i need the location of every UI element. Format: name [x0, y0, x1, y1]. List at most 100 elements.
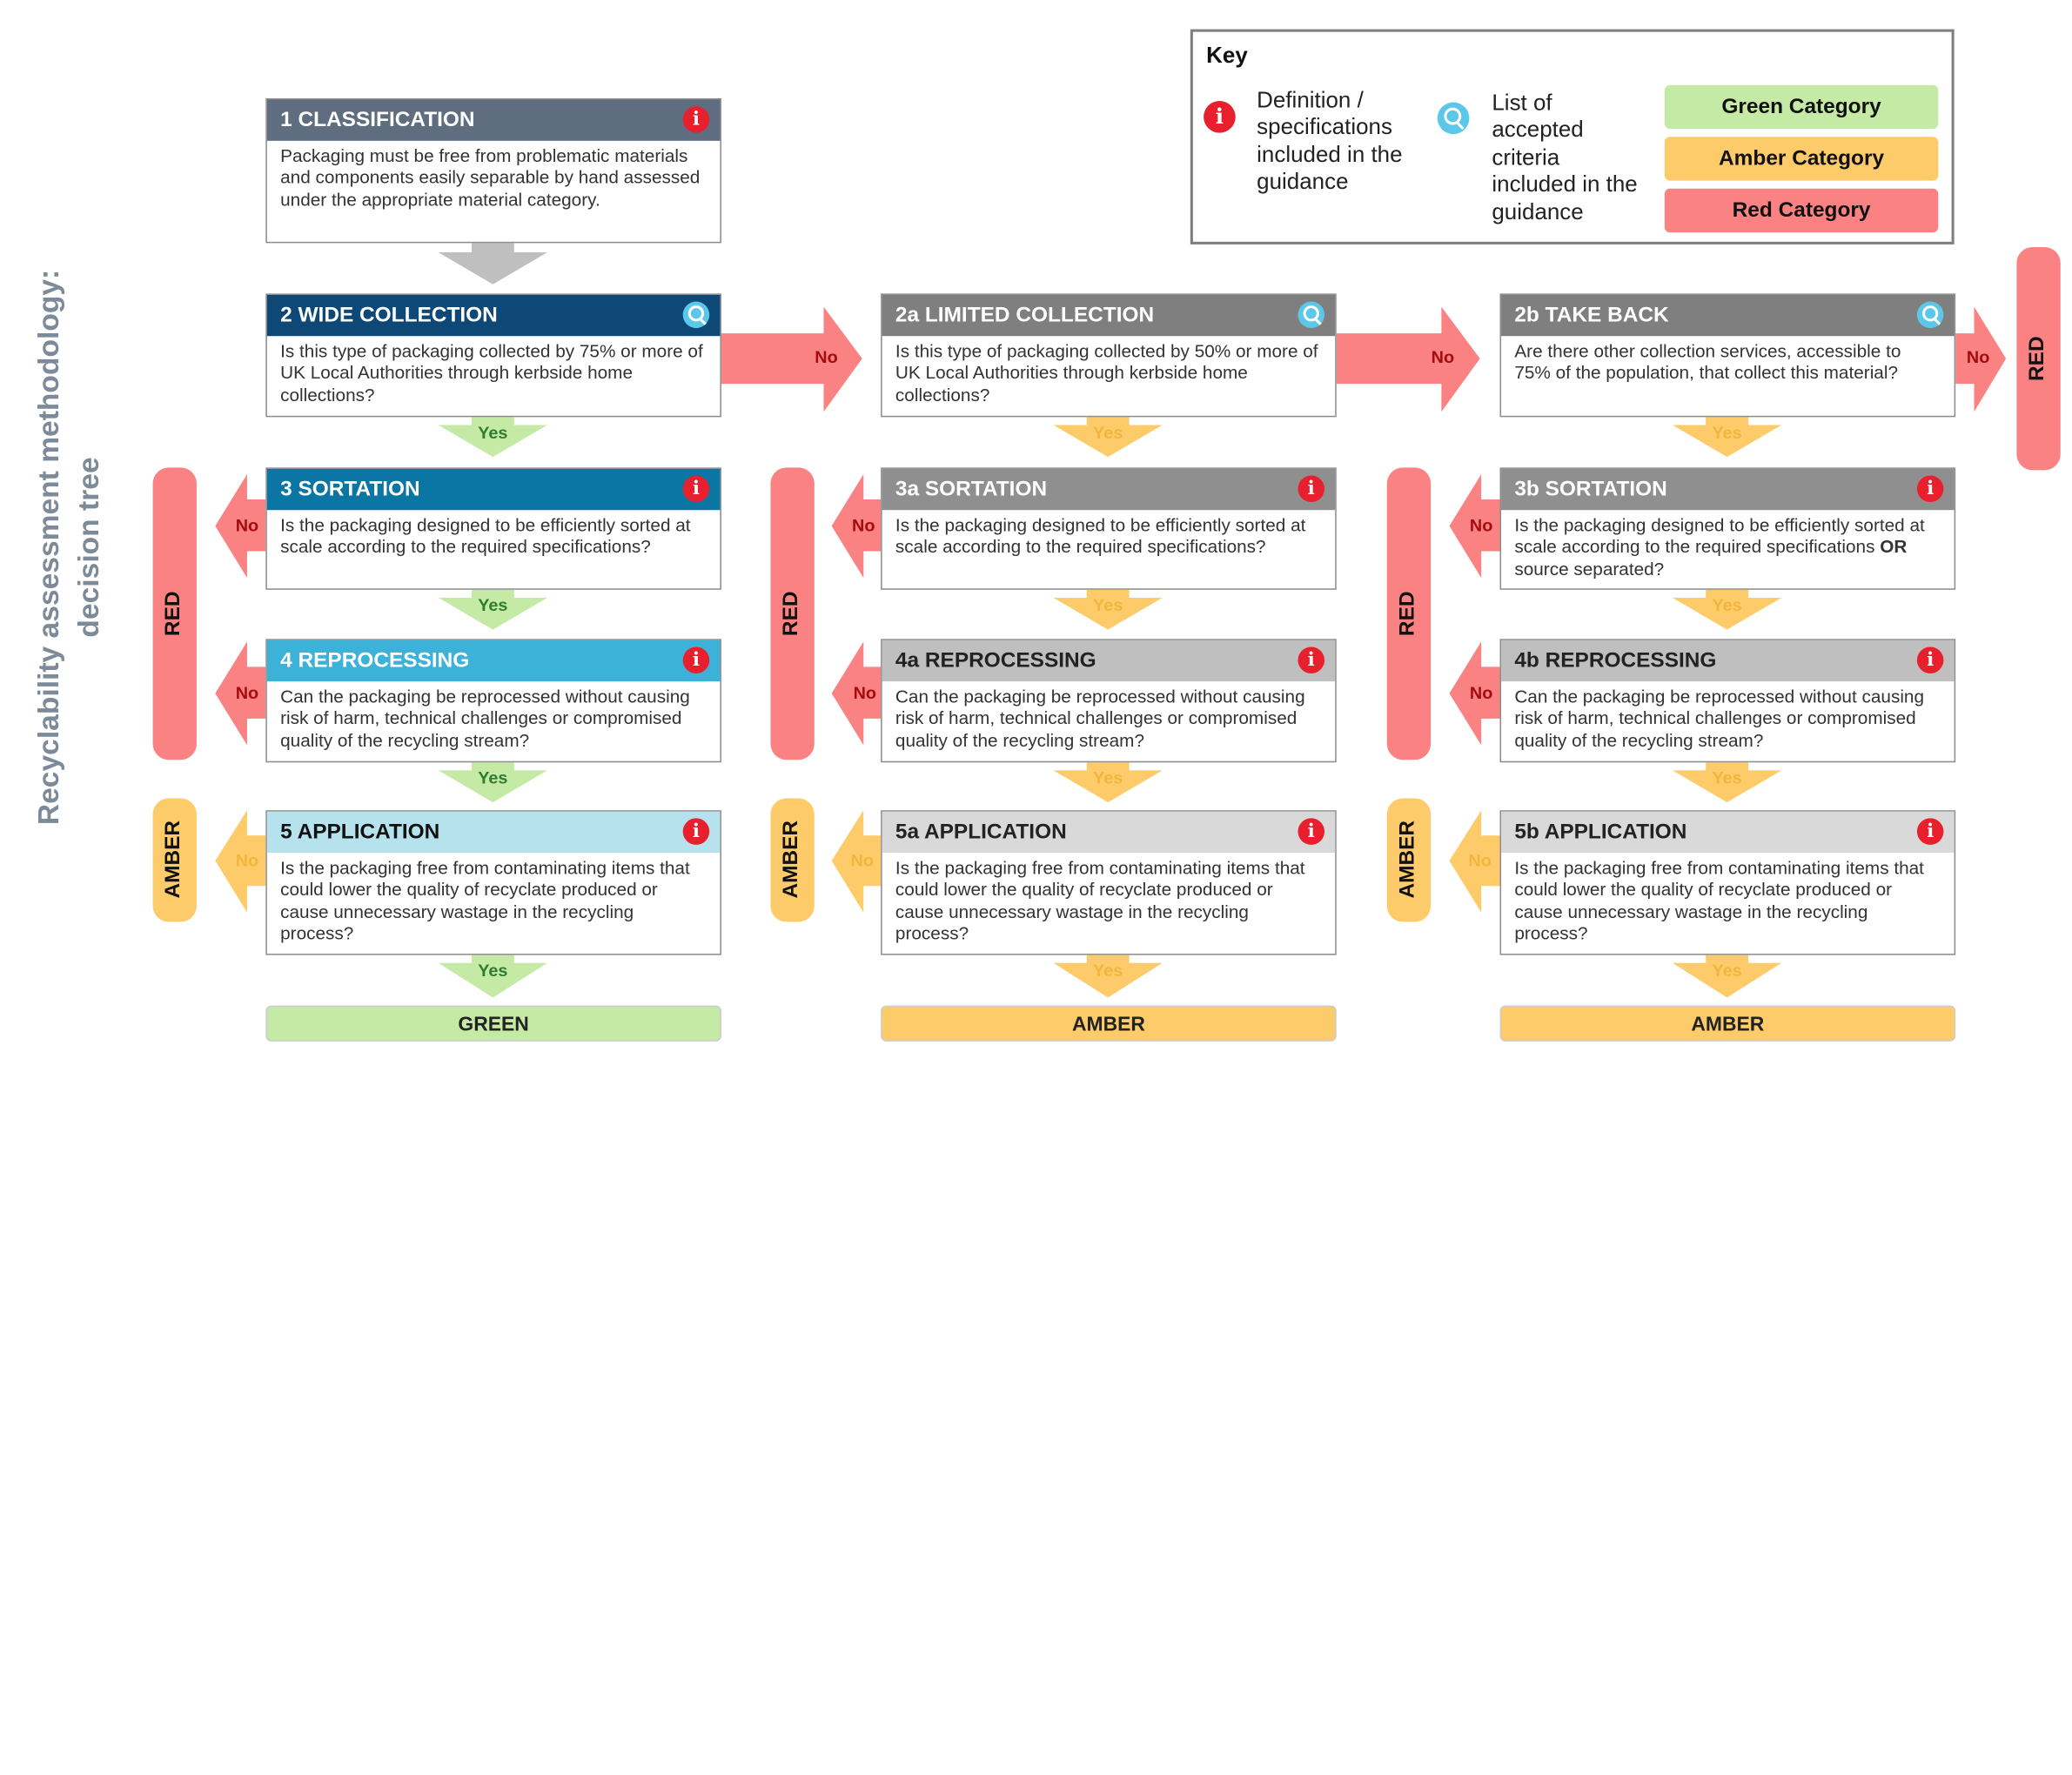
down-arrow-amber	[1672, 954, 1782, 998]
key-search-description: List of accepted criteria included in th…	[1492, 90, 1638, 224]
side-title-line1: Recyclability assessment methodology:	[31, 269, 65, 826]
amber-pill-col2-label: AMBER	[780, 820, 803, 899]
arrows-layer	[215, 243, 2007, 998]
wide-collection-text: Is this type of packaging collected by 7…	[280, 341, 703, 405]
application-a-header: 5a APPLICATION i	[882, 811, 1336, 854]
amber-pill-col2	[770, 798, 815, 922]
sortation-text: Is the packaging designed to be efficien…	[280, 515, 691, 558]
search-icon[interactable]	[1298, 301, 1325, 329]
left-arrow-red	[1449, 473, 1500, 579]
info-icon[interactable]: i	[682, 646, 710, 673]
limited-collection-box: 2a LIMITED COLLECTION Is this type of pa…	[881, 293, 1337, 418]
no-label: No	[853, 682, 877, 703]
application-title: 5 APPLICATION	[280, 821, 440, 844]
info-icon[interactable]: i	[1916, 818, 1944, 845]
yes-label: Yes	[1712, 594, 1742, 615]
sortation-box: 3 SORTATION i Is the packaging designed …	[265, 467, 721, 590]
wide-collection-box: 2 WIDE COLLECTION Is this type of packag…	[265, 293, 721, 418]
sortation-b-text: Is the packaging designed to be efficien…	[1501, 510, 1955, 580]
amber-pill-col3-label: AMBER	[1396, 820, 1419, 899]
sortation-a-header: 3a SORTATION i	[882, 468, 1336, 511]
classification-text: Packaging must be free from problematic …	[280, 145, 701, 210]
down-arrow-green	[438, 417, 547, 458]
info-icon[interactable]: i	[682, 475, 710, 503]
key-panel: Key i Definition / specifications includ…	[1190, 29, 1955, 244]
red-pill-col2-label: RED	[780, 591, 803, 637]
side-title-line2: decision tree	[71, 457, 105, 638]
search-icon[interactable]	[1916, 301, 1944, 329]
yes-label: Yes	[1712, 422, 1742, 443]
amber-pill-col3	[1386, 798, 1432, 922]
wide-collection-title: 2 WIDE COLLECTION	[280, 304, 498, 327]
red-pill-col1-label: RED	[162, 591, 185, 637]
sortation-b-text-or: OR	[1880, 537, 1908, 558]
no-label: No	[235, 515, 259, 536]
yes-label: Yes	[478, 594, 508, 615]
info-icon[interactable]: i	[1916, 475, 1944, 503]
application-box: 5 APPLICATION i Is the packaging free fr…	[265, 810, 721, 955]
down-arrow-amber	[1053, 762, 1163, 803]
info-icon[interactable]: i	[682, 106, 710, 133]
reprocessing-title: 4 REPROCESSING	[280, 649, 470, 673]
yes-label: Yes	[478, 422, 508, 443]
no-label: No	[850, 850, 875, 870]
application-a-title: 5a APPLICATION	[895, 821, 1067, 844]
reprocessing-b-text: Can the packaging be reprocessed without…	[1514, 687, 1925, 751]
reprocessing-b-header: 4b REPROCESSING i	[1501, 640, 1955, 682]
info-icon: i	[1204, 101, 1236, 133]
sortation-b-box: 3b SORTATION i Is the packaging designed…	[1499, 467, 1956, 590]
right-arrow-red	[1336, 306, 1480, 412]
reprocessing-header: 4 REPROCESSING i	[266, 640, 721, 682]
key-info-description: Definition / specifications included in …	[1257, 87, 1403, 195]
right-arrow-red	[721, 306, 862, 412]
no-label: No	[815, 346, 838, 367]
red-pill-col3-label: RED	[1396, 591, 1419, 637]
take-back-title: 2b TAKE BACK	[1514, 304, 1669, 327]
sortation-b-title: 3b SORTATION	[1514, 478, 1667, 501]
down-arrow-green	[438, 762, 547, 803]
sortation-b-text-start: Is the packaging designed to be efficien…	[1514, 515, 1925, 558]
red-pill-far-right	[2016, 246, 2061, 471]
application-b-text: Is the packaging free from contaminating…	[1514, 858, 1924, 944]
yes-label: Yes	[1093, 767, 1123, 788]
amber-pill-col1	[152, 798, 197, 922]
application-b-box: 5b APPLICATION i Is the packaging free f…	[1499, 810, 1956, 955]
reprocessing-a-text: Can the packaging be reprocessed without…	[895, 687, 1305, 751]
yes-label: Yes	[1093, 422, 1123, 443]
no-label: No	[852, 515, 875, 536]
left-arrow-red	[1449, 641, 1500, 746]
down-arrow-amber	[1672, 589, 1782, 630]
reprocessing-b-box: 4b REPROCESSING i Can the packaging be r…	[1499, 639, 1956, 763]
down-arrow-amber	[1672, 417, 1782, 458]
no-label: No	[235, 850, 259, 870]
application-a-box: 5a APPLICATION i Is the packaging free f…	[881, 810, 1337, 955]
red-pill-col3	[1386, 467, 1432, 760]
info-icon[interactable]: i	[1298, 646, 1325, 673]
key-title: Key	[1206, 42, 1248, 68]
classification-header: 1 CLASSIFICATION i	[266, 99, 721, 141]
sortation-title: 3 SORTATION	[280, 478, 420, 501]
info-icon[interactable]: i	[1298, 475, 1325, 503]
left-arrow-red	[215, 641, 266, 746]
reprocessing-a-title: 4a REPROCESSING	[895, 649, 1096, 673]
sortation-a-box: 3a SORTATION i Is the packaging designed…	[881, 467, 1337, 590]
no-label: No	[1469, 682, 1493, 703]
no-label: No	[235, 682, 259, 703]
info-icon[interactable]: i	[1298, 818, 1325, 845]
no-label: No	[1468, 850, 1492, 870]
info-icon[interactable]: i	[682, 818, 710, 845]
no-label: No	[1966, 346, 1990, 367]
left-arrow-red	[215, 473, 266, 579]
down-arrow-amber	[1053, 954, 1163, 998]
yes-label: Yes	[1093, 960, 1123, 981]
left-arrow-red	[831, 641, 882, 746]
sortation-a-title: 3a SORTATION	[895, 478, 1048, 501]
search-icon[interactable]	[682, 301, 710, 329]
info-icon[interactable]: i	[1916, 646, 1944, 673]
application-b-title: 5b APPLICATION	[1514, 821, 1687, 844]
application-text: Is the packaging free from contaminating…	[280, 858, 690, 944]
take-back-text: Are there other collection services, acc…	[1514, 341, 1901, 384]
classification-title: 1 CLASSIFICATION	[280, 109, 475, 132]
outcome-amber: AMBER	[881, 1005, 1337, 1042]
left-arrow-amber	[1449, 810, 1500, 913]
